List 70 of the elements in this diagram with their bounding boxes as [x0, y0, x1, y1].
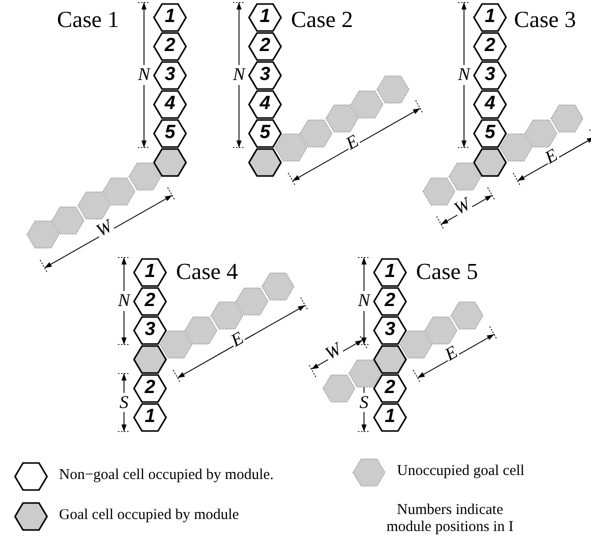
module-cell: 1: [133, 258, 167, 286]
dimension-label: S: [118, 392, 130, 412]
module-cell: 2: [373, 374, 407, 402]
empty-goal-cell: [498, 133, 532, 162]
module-cell: 2: [133, 286, 167, 316]
goal-cell: [473, 148, 507, 176]
case-title: Case 4: [176, 259, 238, 285]
case-title: Case 5: [416, 259, 478, 285]
empty-goal-cell: [450, 301, 484, 330]
empty-goal-cell: [299, 118, 333, 148]
empty-goal-cell: [398, 330, 432, 359]
empty-goal-cell: [76, 191, 110, 220]
goal-cell: [153, 148, 187, 176]
goal-cell: [133, 344, 167, 374]
goal-cell: [373, 344, 407, 374]
legend-text: Goal cell occupied by module: [59, 507, 239, 524]
module-cell: 3: [373, 316, 407, 344]
module-cell: 2: [473, 32, 507, 60]
empty-goal-cell: [128, 162, 162, 191]
empty-goal-cell: [448, 162, 482, 191]
dimension-label: N: [356, 291, 371, 311]
empty-goal-cell: [184, 316, 218, 344]
module-cell: 1: [373, 402, 407, 432]
module-cell: 1: [133, 402, 167, 432]
empty-goal-cell: [158, 330, 192, 359]
module-cell: 2: [248, 32, 282, 60]
empty-goal-cell: [376, 75, 410, 104]
empty-goal-cell: [274, 133, 308, 162]
module-cell: 2: [153, 32, 187, 60]
module-cell: 1: [248, 2, 282, 32]
legend-text: Unoccupied goal cell: [397, 463, 524, 480]
empty-goal-cell: [235, 286, 269, 316]
module-cell: 3: [473, 60, 507, 90]
empty-goal-cell: [322, 374, 356, 402]
dimension-label: N: [232, 65, 246, 85]
empty-goal-cell: [26, 220, 60, 249]
module-cell: 5: [473, 118, 507, 148]
module-cell: 3: [153, 60, 187, 90]
dimension-label: N: [116, 291, 131, 311]
module-cell: 3: [248, 60, 282, 90]
module-cell: 3: [133, 316, 167, 344]
dimension-label: S: [358, 392, 370, 412]
empty-goal-cell: [260, 272, 294, 301]
note-text: Numbers indicate module positions in I: [385, 502, 515, 535]
empty-goal-cell: [210, 301, 244, 330]
module-cell: 1: [473, 2, 507, 32]
empty-goal-cell: [350, 90, 384, 118]
empty-goal-cell: [348, 359, 382, 388]
module-cell: 4: [248, 90, 282, 118]
dimension-label: N: [456, 65, 471, 85]
empty-goal-cell: [524, 118, 558, 148]
case-title: Case 2: [291, 7, 353, 33]
module-cell: 5: [153, 118, 187, 148]
module-cell: 4: [473, 90, 507, 118]
module-cell: 4: [153, 90, 187, 118]
goal-cell: [248, 148, 282, 176]
empty-goal-cell: [424, 316, 458, 344]
legend-text: Non−goal cell occupied by module.: [59, 467, 274, 484]
case-title: Case 3: [514, 7, 576, 33]
case-title: Case 1: [57, 7, 119, 33]
module-cell: 1: [153, 2, 187, 32]
module-cell: 5: [248, 118, 282, 148]
module-cell: 1: [373, 258, 407, 286]
empty-goal-cell: [324, 104, 358, 133]
module-cell: 2: [133, 374, 167, 402]
empty-goal-cell: [102, 176, 136, 206]
module-cell: 2: [373, 286, 407, 316]
dimension-label: N: [136, 65, 151, 85]
empty-goal-cell: [550, 104, 584, 133]
empty-goal-cell: [51, 206, 85, 234]
